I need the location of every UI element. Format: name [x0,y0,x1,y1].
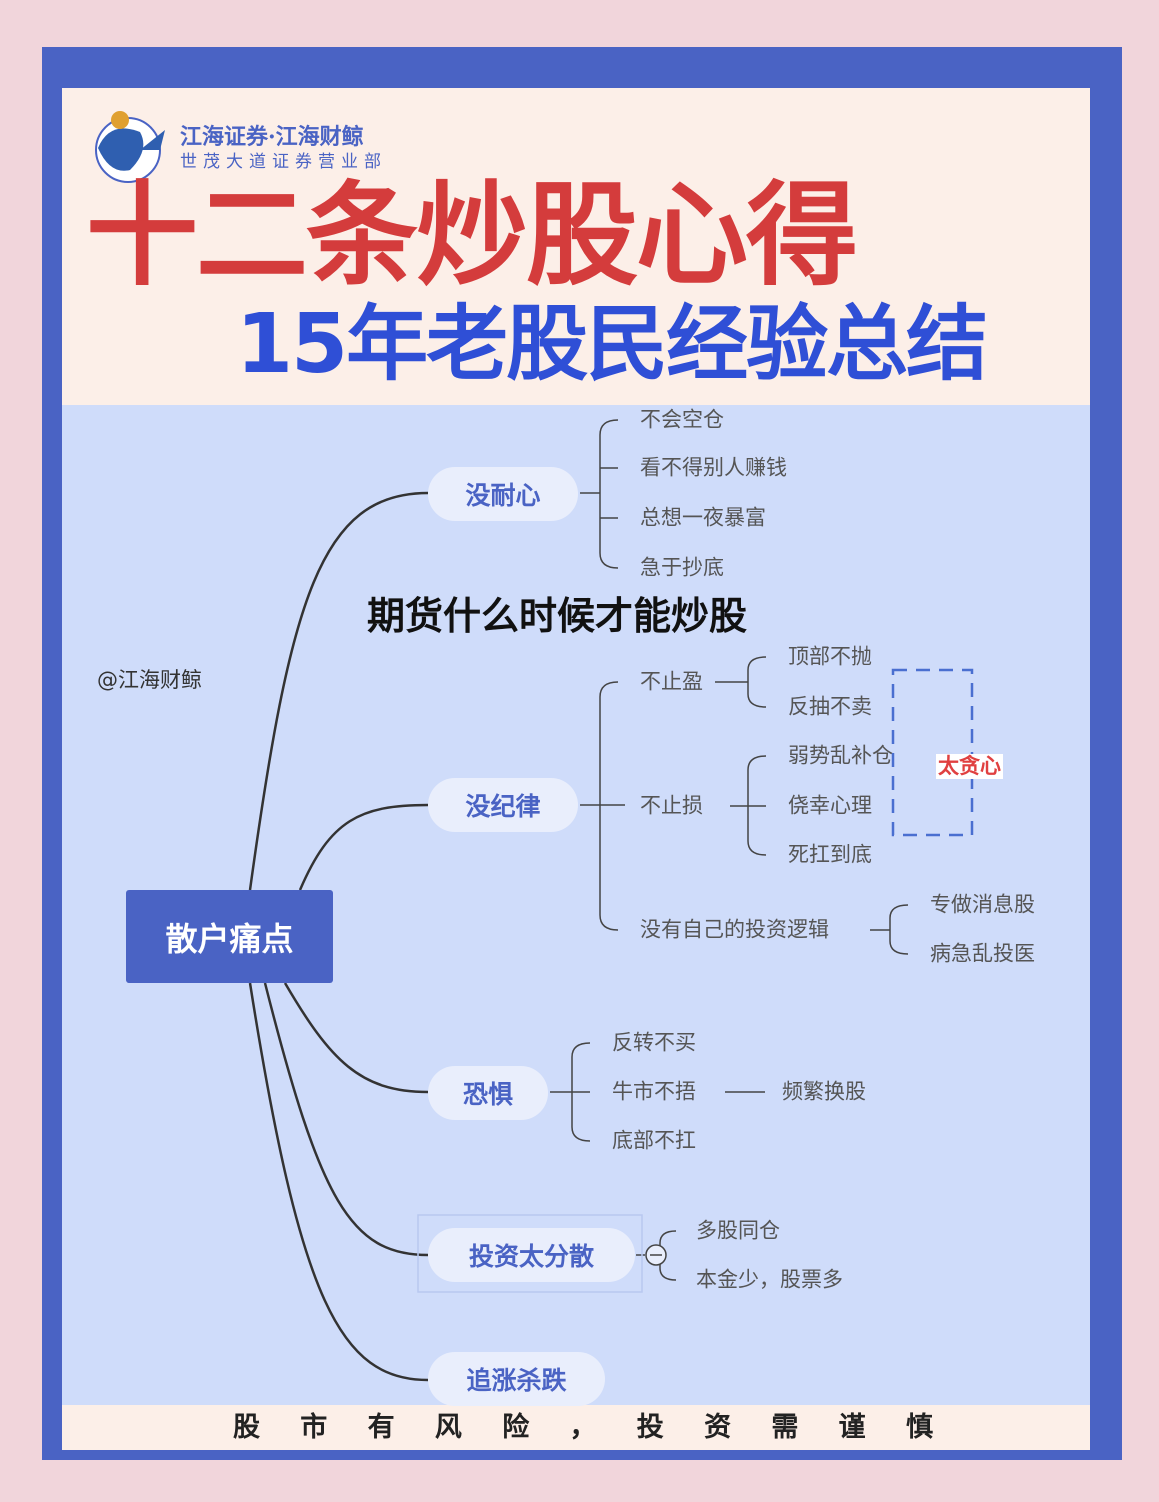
branch-curves [248,491,429,1382]
node-too-diversified[interactable]: 投资太分散 [428,1228,635,1282]
leaf: 多股同仓 [696,1218,780,1243]
leaf: 病急乱投医 [930,941,1035,966]
header [62,88,1090,406]
disclaimer-char: 有 [367,1412,395,1443]
whale-logo-icon [95,111,165,183]
subnode: 没有自己的投资逻辑 [640,917,829,942]
brand-branch: 世茂大道证券营业部 [180,152,387,172]
overlay-title: 期货什么时候才能炒股 [367,594,748,638]
disclaimer-char: ， [569,1412,597,1443]
leaf: 弱势乱补仓 [788,743,893,768]
disclaimer-char: 股 [233,1412,260,1443]
annotation-greed: 太贪心 [936,754,1003,780]
leaf: 死扛到底 [788,842,872,867]
disclaimer-char: 慎 [905,1412,933,1443]
leaf: 反抽不卖 [788,694,872,719]
footer [62,1405,1090,1450]
page-title: 十二条炒股心得 [86,171,858,301]
leaf: 总想一夜暴富 [640,505,766,530]
leaf: 反转不买 [612,1030,696,1055]
leaf: 侥幸心理 [788,793,872,818]
leaf: 本金少，股票多 [696,1267,843,1292]
leaf: 底部不扛 [612,1128,696,1153]
disclaimer-char: 风 [434,1412,462,1443]
node-fear[interactable]: 恐惧 [428,1066,548,1120]
disclaimer-char: 资 [704,1412,732,1443]
subnode: 不止损 [640,793,703,818]
disclaimer-char: 市 [300,1412,328,1443]
disclaimer-char: 险 [502,1412,530,1443]
leaf: 看不得别人赚钱 [640,455,787,480]
dashed-group-box [891,668,974,837]
leaf: 不会空仓 [640,407,724,432]
leaf: 顶部不抛 [788,644,872,669]
page-subtitle: 15年老股民经验总结 [236,297,988,392]
watermark: @江海财鲸 [97,668,202,692]
leaf: 频繁换股 [782,1079,866,1104]
leaf: 专做消息股 [930,892,1035,917]
node-no-patience[interactable]: 没耐心 [428,467,578,521]
subnode: 牛市不捂 [612,1079,696,1104]
disclaimer-char: 需 [771,1412,799,1443]
leaf: 急于抄底 [640,555,724,580]
bracket-lines [550,419,909,1281]
disclaimer: 股 市 有 风 险 ， 投 资 需 谨 慎 [233,1405,933,1444]
root-node[interactable]: 散户痛点 [126,890,333,983]
subnode: 不止盈 [640,669,703,694]
node-no-discipline[interactable]: 没纪律 [428,778,578,832]
selection-box [417,1214,643,1293]
brand-name: 江海证券·江海财鲸 [180,124,364,150]
disclaimer-char: 谨 [838,1412,866,1443]
node-chase-rally[interactable]: 追涨杀跌 [428,1352,605,1406]
disclaimer-char: 投 [636,1412,664,1443]
